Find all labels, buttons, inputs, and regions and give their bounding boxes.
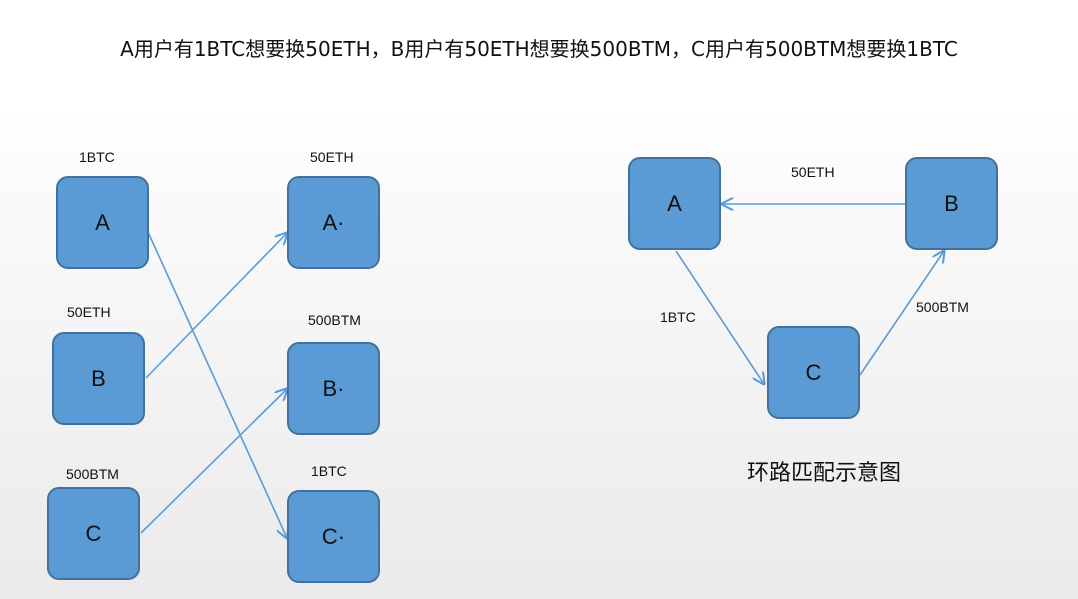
edge-c-to-b-loop	[859, 251, 944, 376]
source-node-c: C	[47, 487, 140, 580]
target-b-amount: 500BTM	[308, 312, 361, 328]
edge-c-to-b-prime	[140, 389, 287, 534]
loop-node-c: C	[767, 326, 860, 419]
source-node-a-label: A	[95, 209, 110, 235]
source-node-a: A	[56, 176, 149, 269]
target-c-amount: 1BTC	[311, 463, 347, 479]
edge-b-to-a-prime	[145, 233, 287, 379]
source-c-amount: 500BTM	[66, 466, 119, 482]
loop-node-b-label: B	[944, 190, 959, 216]
target-node-a-label: A·	[322, 209, 345, 235]
diagram-caption: 环路匹配示意图	[747, 461, 902, 486]
edge-label-btc: 1BTC	[660, 309, 696, 325]
source-node-b: B	[52, 332, 145, 425]
page-title: A用户有1BTC想要换50ETH，B用户有50ETH想要换500BTM，C用户有…	[120, 37, 958, 61]
loop-node-a-label: A	[667, 190, 682, 216]
target-node-b: B·	[287, 342, 380, 435]
source-a-amount: 1BTC	[79, 149, 115, 165]
source-node-c-label: C	[85, 520, 102, 546]
edge-label-eth: 50ETH	[791, 164, 835, 180]
target-node-b-label: B·	[322, 375, 345, 401]
edge-a-to-c-loop	[675, 250, 764, 384]
loop-node-b: B	[905, 157, 998, 250]
edge-a-to-c-prime	[147, 231, 287, 538]
target-node-c: C·	[287, 490, 380, 583]
edge-label-btm: 500BTM	[916, 299, 969, 315]
target-a-amount: 50ETH	[310, 149, 354, 165]
loop-node-c-label: C	[805, 359, 822, 385]
target-node-c-label: C·	[321, 523, 346, 549]
loop-node-a: A	[628, 157, 721, 250]
source-node-b-label: B	[91, 365, 106, 391]
target-node-a: A·	[287, 176, 380, 269]
source-b-amount: 50ETH	[67, 304, 111, 320]
